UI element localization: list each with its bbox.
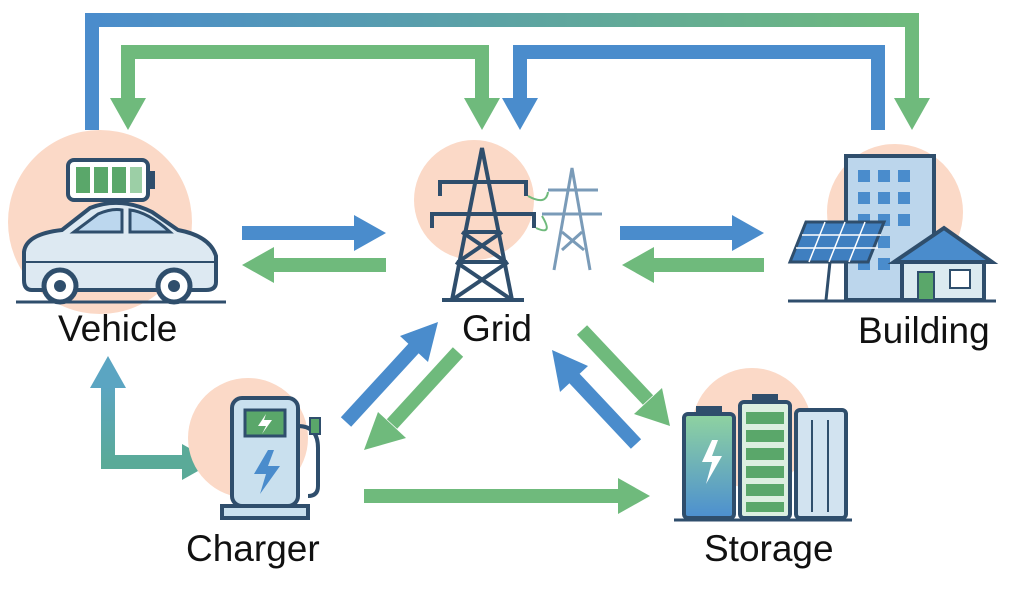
solar-panel-icon: [787, 220, 887, 301]
battery-icon: [66, 158, 155, 202]
arrow-storage-to-grid: [552, 350, 642, 449]
arrow-grid-to-charger: [364, 347, 464, 450]
transmission-tower-icon: [430, 147, 536, 302]
building-icon-group: [787, 144, 999, 303]
vehicle-label: Vehicle: [58, 308, 178, 349]
house-icon: [887, 225, 999, 302]
vehicle-icon-group: [8, 130, 226, 314]
charging-station-icon: [220, 396, 321, 520]
arrow-charger-to-storage: [364, 478, 650, 514]
charger-icon-group: [188, 378, 321, 520]
arrow-grid-to-storage: [576, 325, 670, 426]
power-line: [535, 215, 548, 232]
arrow-vehicle-to-building: [85, 13, 930, 130]
charger-label: Charger: [186, 528, 320, 569]
grid-halo: [414, 140, 534, 260]
building-label: Building: [858, 310, 990, 351]
storage-label: Storage: [704, 528, 834, 569]
storage-icon-group: [674, 368, 852, 522]
grid-icon-group: [414, 140, 602, 302]
arrow-grid-building-right: [620, 215, 764, 251]
arrow-grid-to-vehicle: [110, 45, 489, 130]
battery-storage-icon: [674, 394, 852, 522]
arrow-grid-vehicle-left: [242, 247, 386, 283]
arrow-vehicle-to-grid: [464, 98, 500, 130]
grid-label: Grid: [462, 308, 532, 349]
arrow-building-to-grid: [502, 45, 885, 130]
arrow-vehicle-grid-right: [242, 215, 386, 251]
electric-car-icon: [16, 200, 226, 305]
arrow-charger-to-grid: [340, 322, 438, 427]
arrow-building-grid-left: [622, 247, 764, 283]
transmission-tower-small-icon: [542, 167, 602, 271]
power-line: [527, 191, 549, 202]
